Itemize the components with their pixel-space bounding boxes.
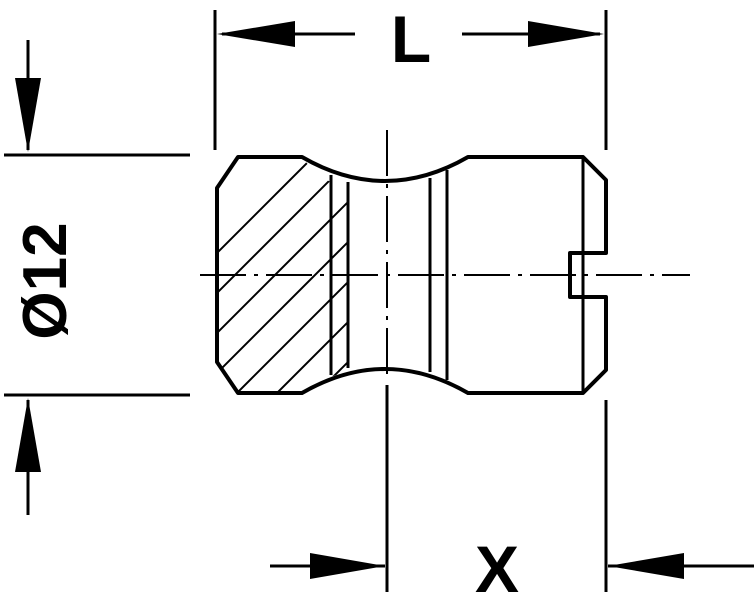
arrowhead-up-icon — [15, 398, 41, 472]
diameter-label: Ø12 — [11, 222, 80, 339]
offset-label: X — [475, 532, 519, 600]
arrowhead-down-icon — [15, 78, 41, 152]
arrowhead-right-bottom-icon — [310, 553, 385, 579]
arrowhead-left-bottom-icon — [608, 553, 684, 579]
arrowhead-left-icon — [217, 21, 295, 47]
dimension-length: L — [213, 2, 608, 150]
cam-dowel-part — [200, 130, 690, 395]
section-hatching — [217, 157, 348, 392]
length-label: L — [391, 2, 431, 76]
dimension-offset: X — [270, 385, 754, 600]
dimension-diameter: Ø12 — [4, 40, 190, 515]
arrowhead-right-icon — [528, 21, 604, 47]
